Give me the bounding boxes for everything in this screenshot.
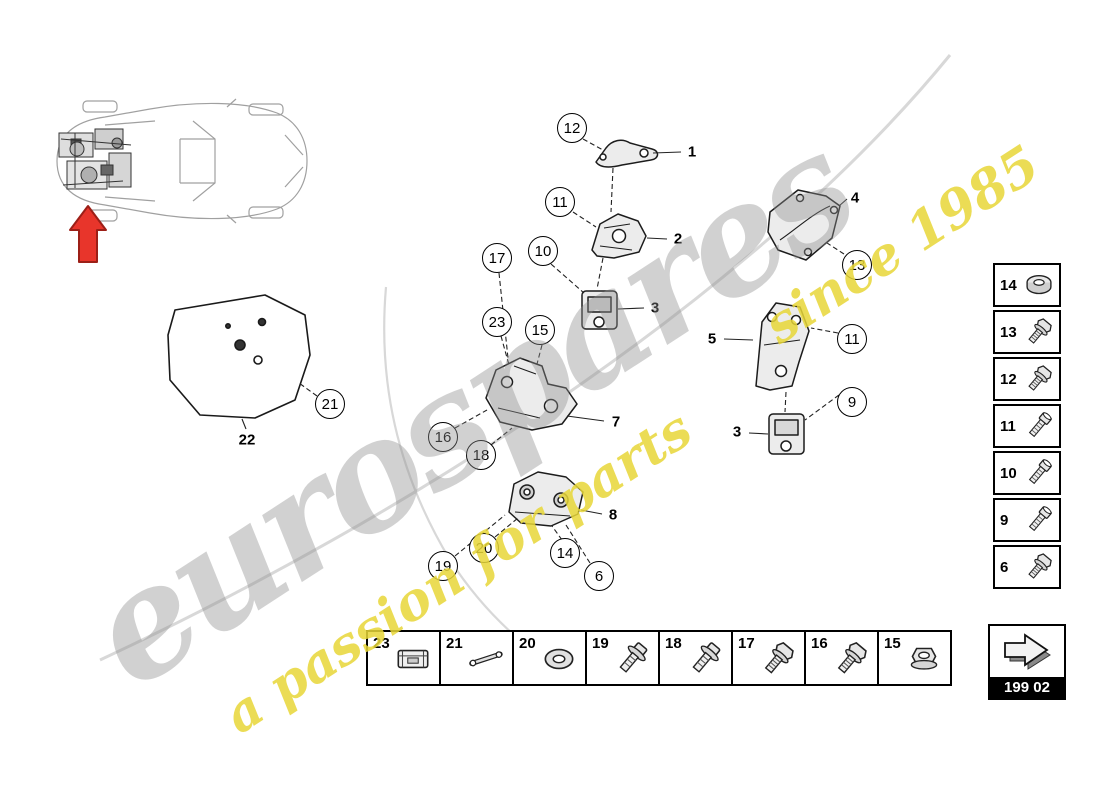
location-arrow-icon: [69, 205, 107, 263]
fastener-item[interactable]: 16: [804, 630, 879, 686]
fastener-number: 17: [738, 635, 755, 652]
part-callout[interactable]: 9: [837, 387, 867, 417]
hex-flange-bolt-icon: [755, 638, 801, 680]
part-callout[interactable]: 10: [528, 236, 558, 266]
part-callout[interactable]: 16: [428, 422, 458, 452]
part-number-label: 5: [707, 330, 717, 348]
part-number-label: 3: [732, 423, 742, 441]
socket-head-screw-icon: [1022, 502, 1056, 538]
washer-icon: [1022, 267, 1056, 303]
hex-flange-bolt-icon: [1022, 361, 1056, 397]
hex-flange-bolt-icon: [1022, 549, 1056, 585]
fastener-number: 9: [1000, 511, 1009, 529]
fastener-number: 18: [665, 635, 682, 652]
fastener-number: 20: [519, 635, 536, 652]
part-callout[interactable]: 17: [482, 243, 512, 273]
part-number-label: 4: [850, 189, 860, 207]
fastener-number: 14: [1000, 276, 1017, 294]
fastener-item[interactable]: 6: [993, 545, 1061, 589]
flat-washer-icon: [536, 638, 582, 680]
fastener-item[interactable]: 9: [993, 498, 1061, 542]
part-callout[interactable]: 11: [545, 187, 575, 217]
part-callout[interactable]: 19: [428, 551, 458, 581]
fastener-number: 10: [1000, 464, 1017, 482]
hex-flange-bolt-icon: [1022, 314, 1056, 350]
fastener-item[interactable]: 12: [993, 357, 1061, 401]
fastener-item[interactable]: 21: [439, 630, 514, 686]
part-callout[interactable]: 13: [842, 250, 872, 280]
fastener-number: 23: [373, 635, 390, 652]
diagram-code: 199 02: [990, 677, 1064, 698]
fastener-number: 11: [1000, 417, 1016, 435]
part-callout[interactable]: 20: [469, 533, 499, 563]
part-number-label: 22: [238, 431, 256, 449]
part-callout[interactable]: 6: [584, 561, 614, 591]
fastener-item[interactable]: 19: [585, 630, 660, 686]
screw-with-washer-icon: [682, 638, 728, 680]
screw-with-washer-icon: [609, 638, 655, 680]
part-callout[interactable]: 14: [550, 538, 580, 568]
part-number-label: 1: [687, 143, 697, 161]
retainer-clip-icon: [390, 638, 436, 680]
socket-head-screw-icon: [1022, 455, 1056, 491]
fastener-item[interactable]: 11: [993, 404, 1061, 448]
fastener-number: 12: [1000, 370, 1017, 388]
part-callout[interactable]: 18: [466, 440, 496, 470]
part-number-label: 8: [608, 506, 618, 524]
fastener-bottom-row: 23 21 20 19 18 17 16 15: [366, 630, 952, 686]
part-number-label: 3: [650, 299, 660, 317]
fastener-item[interactable]: 20: [512, 630, 587, 686]
tie-rod-icon: [463, 638, 509, 680]
fastener-item[interactable]: 14: [993, 263, 1061, 307]
fastener-item[interactable]: 13: [993, 310, 1061, 354]
car-top-view: [56, 98, 308, 224]
fastener-item[interactable]: 10: [993, 451, 1061, 495]
fastener-number: 19: [592, 635, 609, 652]
part-number-label: 2: [673, 230, 683, 248]
hex-flange-bolt-icon: [828, 638, 874, 680]
fastener-item[interactable]: 23: [366, 630, 441, 686]
fastener-item[interactable]: 17: [731, 630, 806, 686]
part-callout[interactable]: 12: [557, 113, 587, 143]
part-callout[interactable]: 23: [482, 307, 512, 337]
part-callout[interactable]: 21: [315, 389, 345, 419]
fastener-number: 15: [884, 635, 901, 652]
fastener-item[interactable]: 15: [877, 630, 952, 686]
leader-lines-solid: [241, 151, 848, 515]
fastener-item[interactable]: 18: [658, 630, 733, 686]
flange-nut-icon: [901, 638, 947, 680]
part-number-label: 7: [611, 413, 621, 431]
part-callout[interactable]: 11: [837, 324, 867, 354]
diagram-code-box[interactable]: 199 02: [988, 624, 1066, 700]
next-diagram-arrow-icon: [997, 631, 1057, 675]
fastener-number: 16: [811, 635, 828, 652]
fastener-number: 6: [1000, 558, 1009, 576]
socket-head-screw-icon: [1022, 408, 1056, 444]
fastener-side-panel: 14 13 12 11 10 9 6: [993, 263, 1061, 592]
engine-inset: [58, 128, 132, 190]
gasket-part: [167, 294, 311, 419]
bracket-parts: [485, 139, 841, 527]
fastener-number: 13: [1000, 323, 1017, 341]
part-callout[interactable]: 15: [525, 315, 555, 345]
fastener-number: 21: [446, 635, 463, 652]
